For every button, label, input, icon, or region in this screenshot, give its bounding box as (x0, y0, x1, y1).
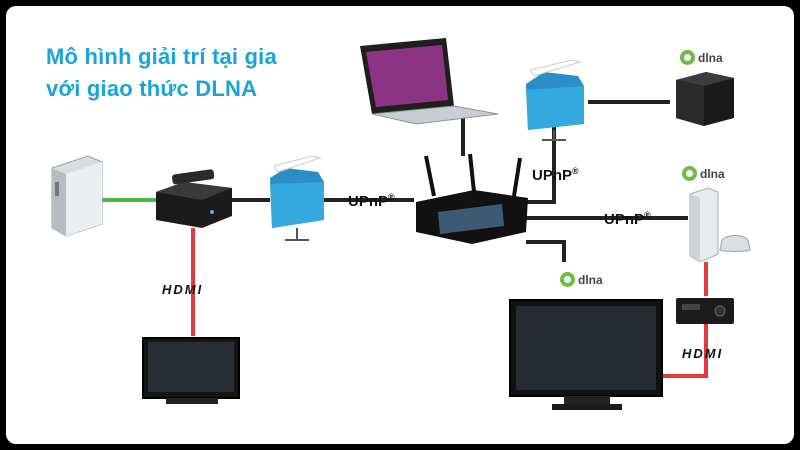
dlna-logo-tv: dlna (560, 272, 603, 287)
cables (102, 100, 708, 378)
media-player (156, 169, 232, 228)
dlna-icon (560, 272, 575, 287)
dlna-logo-xbox: dlna (682, 166, 725, 181)
external-hdd (51, 155, 103, 237)
hdmi-label-right: HDMI (682, 346, 724, 361)
folder-icon-right (526, 59, 584, 141)
diagram-canvas: Mô hình giải trí tại gia với giao thức D… (6, 6, 794, 444)
left-tv (142, 337, 240, 404)
title-line-1: Mô hình giải trí tại gia (46, 44, 277, 69)
upnp-label-xbox: UPnP® (604, 210, 651, 228)
cable-router-to-folder-right (524, 126, 556, 204)
dlna-icon (682, 166, 697, 181)
cable-router-to-tv (526, 240, 566, 262)
nas-server (676, 72, 734, 126)
big-tv (509, 299, 663, 410)
dlna-icon (680, 50, 695, 65)
upnp-label-main: UPnP® (348, 192, 395, 210)
folder-icon-left (270, 155, 324, 241)
upnp-label-vertical: UPnP® (532, 166, 579, 184)
game-console (689, 187, 751, 263)
av-receiver (676, 298, 734, 324)
network-diagram (51, 38, 751, 410)
hdmi-cable-right (658, 324, 708, 378)
laptop (360, 38, 499, 125)
dlna-logo-nas: dlna (680, 50, 723, 65)
hdmi-label-left: HDMI (162, 282, 204, 297)
router (416, 153, 528, 244)
title-line-2: với giao thức DLNA (46, 76, 258, 101)
